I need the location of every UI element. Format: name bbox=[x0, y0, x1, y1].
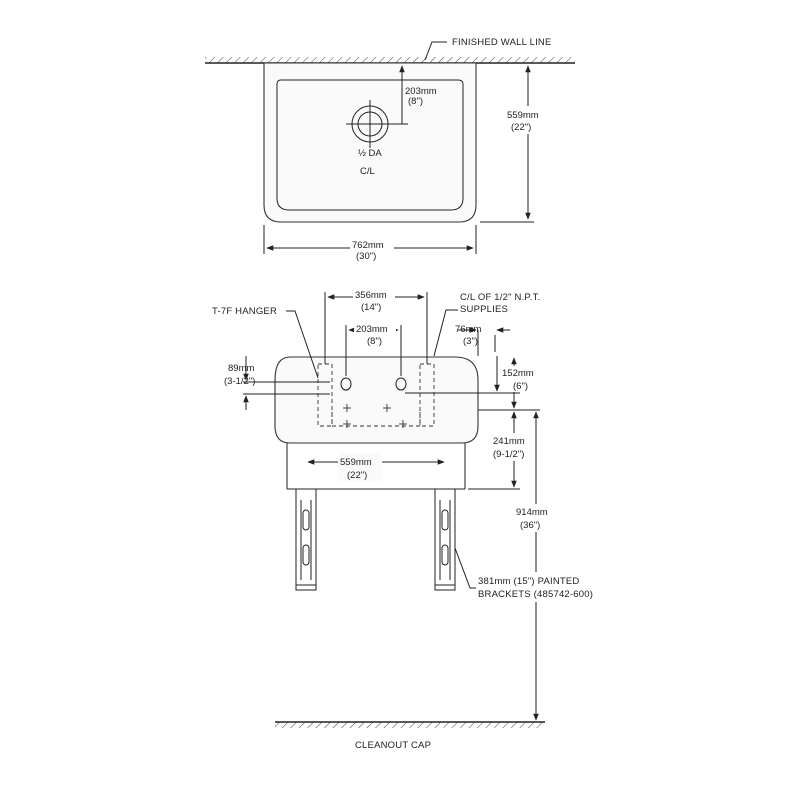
supply-offset-in: (3") bbox=[463, 336, 478, 347]
bowl-depth-mm: 241mm bbox=[493, 436, 525, 447]
hanger-height-in: (3-1/2") bbox=[224, 376, 255, 387]
finished-wall-line bbox=[205, 57, 575, 64]
wall-leader bbox=[424, 41, 447, 61]
top-view: FINISHED WALL LINE ½ DA C/L 203mm (8") 5… bbox=[205, 37, 575, 262]
drain-offset-mm: 203mm bbox=[405, 86, 437, 97]
wall-label: FINISHED WALL LINE bbox=[452, 37, 552, 48]
bracket-spacing-mm: 559mm bbox=[340, 457, 372, 468]
hanger-leader bbox=[286, 310, 319, 379]
depth-mm: 559mm bbox=[507, 110, 539, 121]
bracket-spacing-in: (22") bbox=[347, 470, 367, 481]
width-mm: 762mm bbox=[352, 240, 384, 251]
floor-line bbox=[275, 721, 545, 728]
depth-in: (22") bbox=[511, 122, 531, 133]
hanger-spacing-in: (14") bbox=[361, 302, 381, 313]
supply-offset-mm: 76mm bbox=[455, 324, 481, 335]
hanger-bracket-hidden bbox=[331, 412, 421, 427]
supplies-leader bbox=[433, 309, 458, 357]
supplies-label-1: C/L OF 1/2" N.P.T. bbox=[460, 292, 540, 303]
hanger-spacing-mm: 356mm bbox=[355, 290, 387, 301]
floor-label: CLEANOUT CAP bbox=[355, 740, 431, 751]
rim-height-mm: 914mm bbox=[516, 507, 548, 518]
hanger-height-mm: 89mm bbox=[228, 363, 254, 374]
supply-spacing-mm: 203mm bbox=[356, 324, 388, 335]
supply-height-in: (6") bbox=[513, 381, 528, 392]
bracket-right bbox=[434, 488, 456, 591]
supply-spacing-in: (8") bbox=[367, 336, 382, 347]
supplies-label-2: SUPPLIES bbox=[460, 304, 508, 315]
drain-marks: ½ DA bbox=[358, 148, 382, 159]
supply-hole-right bbox=[395, 377, 407, 391]
bracket-label-1: 381mm (15") PAINTED bbox=[478, 576, 580, 587]
supply-hole-left bbox=[340, 377, 352, 391]
sink-basin-outline bbox=[276, 79, 464, 211]
fastener-marks bbox=[343, 404, 407, 428]
rim-height-in: (36") bbox=[520, 520, 540, 531]
width-in: (30") bbox=[356, 251, 376, 262]
bracket-left bbox=[295, 488, 317, 591]
bracket-leader bbox=[454, 547, 478, 589]
center-line-label: C/L bbox=[360, 166, 375, 177]
bracket-label-2: BRACKETS (485742-600) bbox=[478, 589, 593, 600]
supply-height-mm: 152mm bbox=[502, 368, 534, 379]
sink-front-body bbox=[274, 356, 479, 444]
drain-offset-in: (8") bbox=[408, 96, 423, 107]
front-view: CLEANOUT CAP T-7F HANGER 356mm (14") C/L… bbox=[212, 288, 600, 751]
hanger-label: T-7F HANGER bbox=[212, 306, 277, 317]
bowl-depth-in: (9-1/2") bbox=[493, 449, 524, 460]
